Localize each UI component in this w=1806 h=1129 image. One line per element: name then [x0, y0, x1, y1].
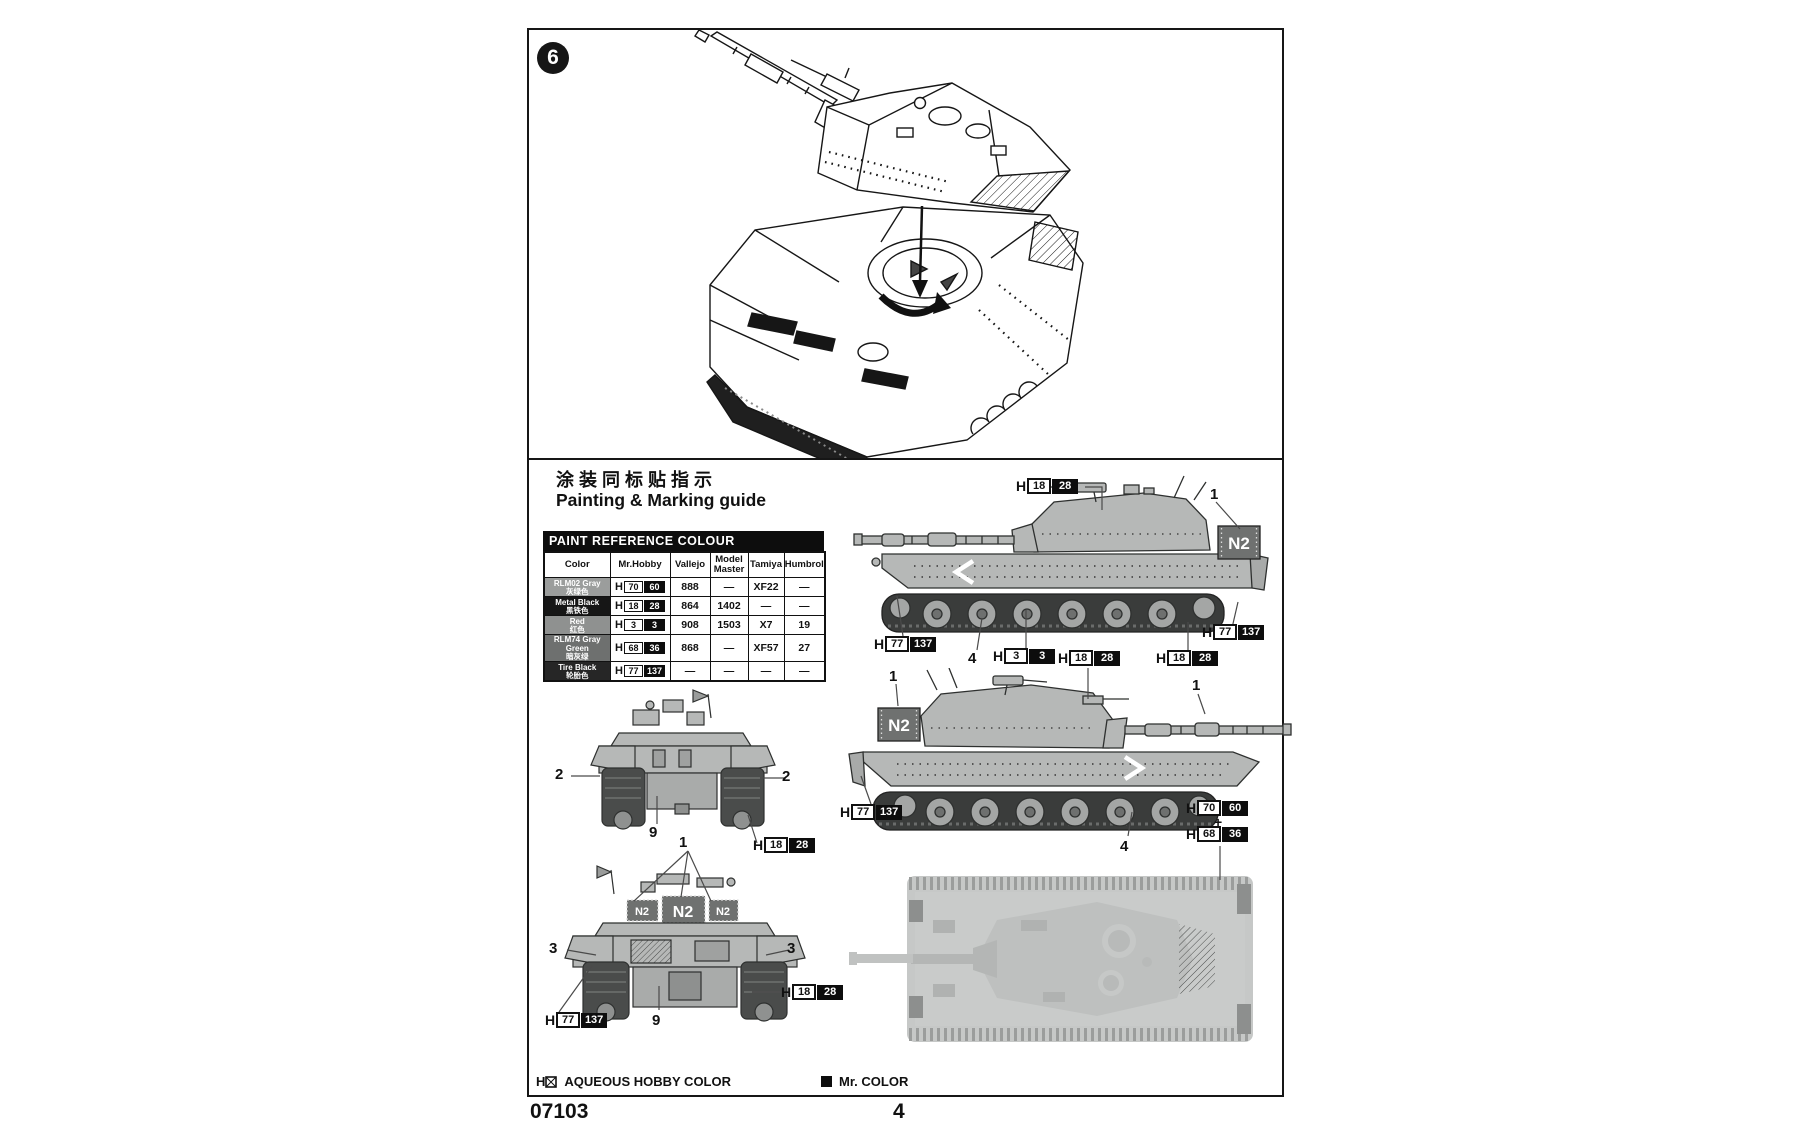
machine-gun [992, 675, 1024, 686]
paint-table-title: PAINT REFERENCE COLOUR [543, 531, 824, 551]
col-mrhobby: Mr.Hobby [609, 551, 671, 578]
part-callout: 4 [968, 650, 977, 667]
paint-table-header: Color Mr.Hobby Vallejo Model Master Tami… [543, 551, 826, 578]
side-view-gun-right: N2 [848, 668, 1292, 831]
swatch-cell: Metal Black 黑铁色 [543, 596, 611, 616]
turret [977, 902, 1193, 1016]
legend-h: H [536, 1074, 546, 1089]
swatch-cell: Red 红色 [543, 615, 611, 635]
turret [593, 922, 777, 937]
col-tamiya: Tamiya [747, 551, 785, 578]
turret-line-art [694, 30, 1071, 213]
top-view [849, 876, 1253, 1042]
n2-marking-panel [708, 899, 739, 922]
rotation-arrow-icon [878, 292, 951, 317]
part-callout: 1 [889, 668, 898, 685]
paint-reference-table: PAINT REFERENCE COLOUR Color Mr.Hobby Va… [543, 531, 826, 682]
plus-sign: + [1214, 814, 1223, 830]
coax-machine-gun [1082, 695, 1104, 705]
n2-marking-panel [877, 707, 921, 742]
track [881, 593, 1225, 633]
step-number: 6 [547, 46, 559, 69]
part-callout: 3 [549, 940, 558, 957]
part-callout: 1 [1210, 486, 1219, 503]
mrcolor-square-icon [821, 1076, 832, 1087]
legend-aqueous-label: AQUEOUS HOBBY COLOR [564, 1074, 731, 1089]
color-legend: H AQUEOUS HOBBY COLOR Mr. COLOR [536, 1074, 908, 1089]
col-color: Color [543, 551, 611, 578]
legend-mrcolor-label: Mr. COLOR [839, 1074, 909, 1089]
side-skirt [858, 751, 1261, 787]
swatch-cell: Tire Black 轮胎色 [543, 661, 611, 682]
guide-title-cn: 涂装同标贴指示 [556, 470, 717, 490]
side-skirt [881, 553, 1263, 589]
kit-number: 07103 [530, 1100, 589, 1123]
aqueous-box-icon [545, 1075, 558, 1088]
swatch-cell: RLM02 Gray 灰绿色 [543, 577, 611, 597]
part-callout: 1 [679, 834, 688, 851]
turret [609, 732, 753, 747]
part-callout: 1 [1192, 677, 1201, 694]
part-callout: 2 [555, 766, 564, 783]
n2-marking-panel [626, 899, 659, 922]
step-number-badge: 6 [537, 42, 569, 74]
col-modelmaster: Model Master [709, 551, 749, 578]
n2-marking: N2 [1228, 534, 1250, 553]
n2-marking: N2 [635, 906, 649, 918]
machine-gun [1075, 482, 1107, 493]
chevron-marking [1123, 755, 1147, 781]
swatch-cell: RLM74 Gray Green 暗灰绿 [543, 634, 611, 662]
side-view-gun-left: N2 [853, 475, 1269, 633]
chevron-marking [951, 559, 975, 585]
drop-arrow-icon [912, 205, 928, 298]
n2-marking: N2 [716, 906, 730, 918]
rear-view-with-markings: N2 N2 N2 [564, 865, 806, 1022]
hull-line-art [706, 206, 1084, 458]
part-callout: 3 [787, 940, 796, 957]
page-number: 4 [893, 1100, 905, 1123]
n2-marking: N2 [673, 904, 694, 921]
col-humbrol: Humbrol [783, 551, 826, 578]
part-callout: 9 [652, 1012, 661, 1029]
part-callout: 2 [782, 768, 791, 785]
rear-view-plain [590, 689, 776, 830]
assembly-diagram [694, 30, 1084, 458]
n2-marking: N2 [888, 716, 910, 735]
rear-basket [1179, 924, 1215, 994]
turret [920, 684, 1114, 749]
part-callout: 4 [1120, 838, 1129, 855]
part-callout: 9 [649, 824, 658, 841]
col-vallejo: Vallejo [669, 551, 711, 578]
n2-marking-panel [1217, 525, 1261, 560]
guide-title-en: Painting & Marking guide [556, 490, 767, 510]
gun-barrel [855, 954, 913, 963]
turret [1029, 492, 1211, 553]
